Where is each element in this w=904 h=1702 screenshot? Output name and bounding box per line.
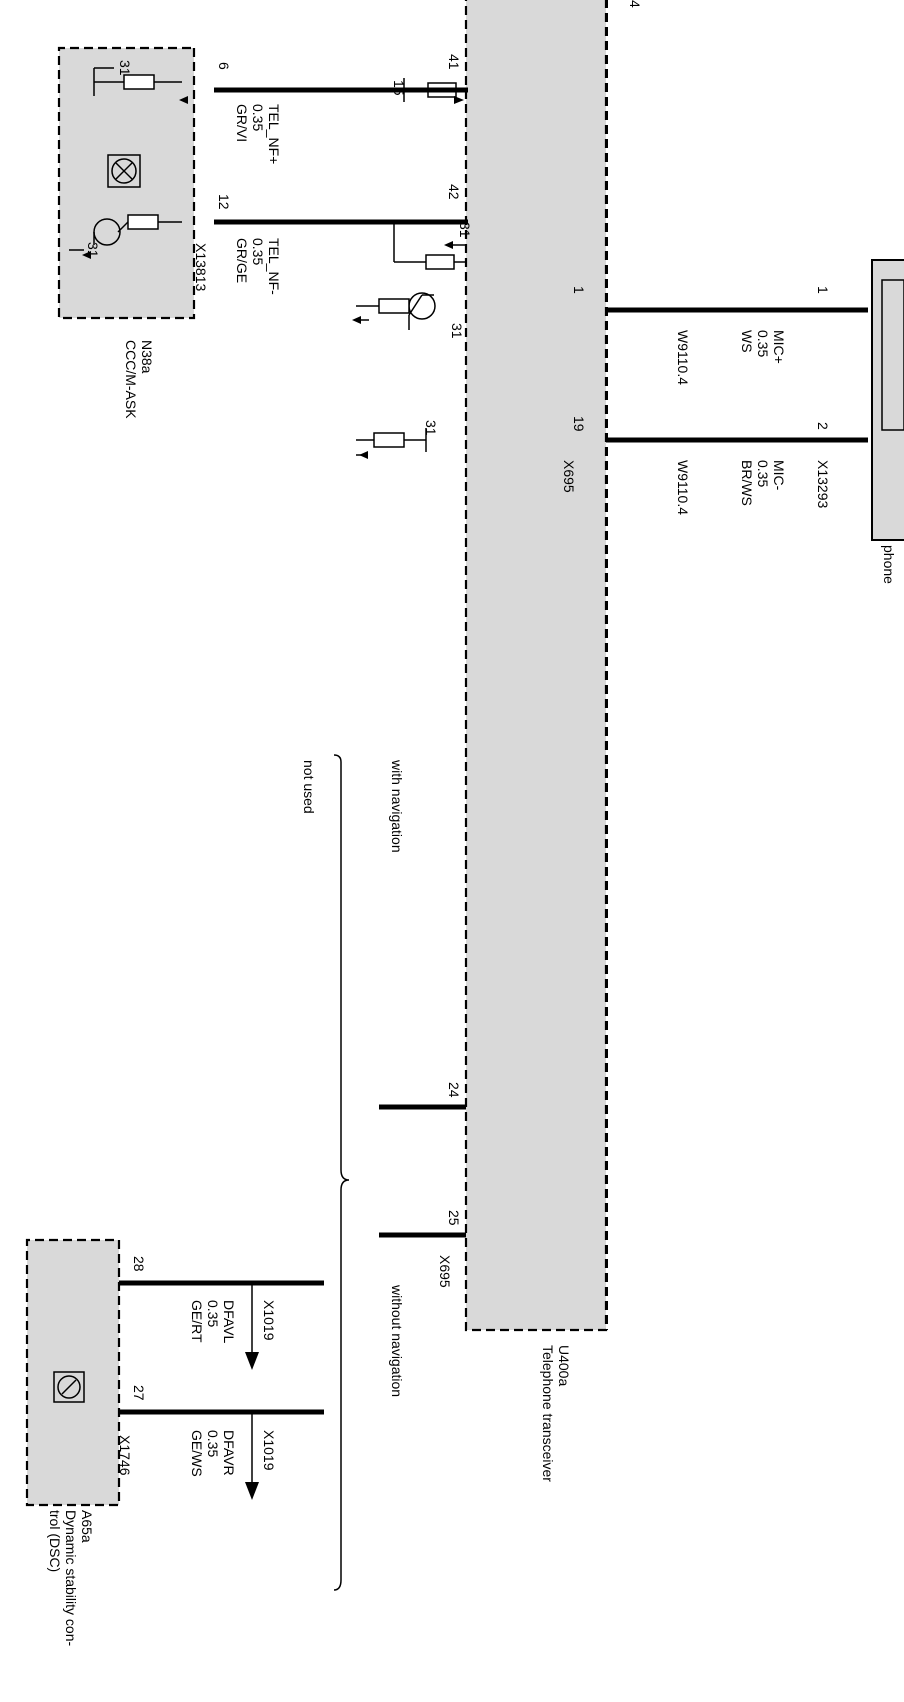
phone-connector: X13293 <box>815 460 831 508</box>
ccc-connector: X13813 <box>193 243 209 291</box>
variant-brace <box>333 754 350 1591</box>
dfavr-size: 0.35 <box>205 1430 221 1457</box>
transceiver-pin-24: 24 <box>446 1082 462 1098</box>
mic-minus-size: 0.35 <box>755 460 771 487</box>
mic-plus-color: WS <box>739 330 755 353</box>
mic-plus-splice: W9110.4 <box>675 330 691 385</box>
dsc-connector: X1746 <box>117 1435 133 1476</box>
dsc-pin-28: 28 <box>131 1256 147 1272</box>
pin42-driver-circuit <box>393 221 466 270</box>
transceiver-pin-1: 1 <box>571 286 587 294</box>
dfavr-name: DFAVR <box>221 1430 237 1476</box>
note-without-navigation: without navigation <box>389 1284 405 1397</box>
x1019-connector-a: X1019 <box>261 1300 277 1341</box>
x1019-connector-b: X1019 <box>261 1430 277 1471</box>
ground-31-label-d: 31 <box>117 60 133 76</box>
ground-31-label-e: 31 <box>85 242 101 258</box>
dfavl-color: GE/RT <box>189 1300 205 1343</box>
dsc-name-line1: Dynamic stability con- <box>63 1510 79 1646</box>
tel-nf-plus-name: TEL_NF+ <box>266 104 282 164</box>
x695-connector-a: X695 <box>561 460 577 493</box>
ccc-id: N38a <box>139 340 155 374</box>
mic-minus-name: MIC- <box>771 460 787 491</box>
mic-minus-splice: W9110.4 <box>675 460 691 515</box>
mic-minus-color: BR/WS <box>739 460 755 506</box>
phone-inner-box <box>881 279 904 431</box>
phone-pin-1: 1 <box>815 286 831 294</box>
note-not-used: not used <box>301 760 317 814</box>
transceiver-name: Telephone transceiver <box>540 1345 556 1482</box>
phone-label: phone <box>881 545 897 584</box>
dfavl-name: DFAVL <box>221 1300 237 1344</box>
note-with-navigation: with navigation <box>389 759 405 853</box>
pin19-resistor <box>356 428 427 459</box>
phone-pin-2: 2 <box>815 422 831 430</box>
dsc-id: A65a <box>79 1510 95 1543</box>
transceiver-pin-25: 25 <box>446 1210 462 1226</box>
ccc-name: CCC/M-ASK <box>123 340 139 419</box>
tel-nf-plus-size: 0.35 <box>250 104 266 131</box>
tel-nf-minus-color: GR/GE <box>234 238 250 283</box>
top-edge-mark: 4 <box>627 0 643 8</box>
tel-nf-minus-name: TEL_NF- <box>266 238 282 295</box>
phone-module-box <box>871 259 904 541</box>
dsc-internal-symbol <box>53 1371 85 1403</box>
transceiver-pin-42: 42 <box>446 184 462 200</box>
ground-31-label-a: 31 <box>457 222 473 238</box>
dfavr-color: GE/WS <box>189 1430 205 1477</box>
ccc-pin-12: 12 <box>216 194 232 210</box>
dsc-name-line2: trol (DSC) <box>47 1510 63 1572</box>
ccc-internal-circuit <box>69 67 188 259</box>
tel-nf-plus-color: GR/VI <box>234 104 250 142</box>
dfavr-arrow <box>245 1412 259 1500</box>
mic-plus-size: 0.35 <box>755 330 771 357</box>
ccc-pin-6: 6 <box>216 62 232 70</box>
transceiver-pin-41: 41 <box>446 54 462 70</box>
dfavl-size: 0.35 <box>205 1300 221 1327</box>
telephone-transceiver-box <box>464 0 608 1332</box>
tel-nf-minus-size: 0.35 <box>250 238 266 265</box>
mic-transistor-circuit <box>352 292 436 330</box>
ground-31-label-c: 31 <box>423 420 439 436</box>
mic-plus-name: MIC+ <box>771 330 787 364</box>
x695-connector-b: X695 <box>437 1255 453 1288</box>
dsc-pin-27: 27 <box>131 1385 147 1401</box>
ground-31-label-b: 31 <box>449 323 465 339</box>
transceiver-id: U400a <box>556 1345 572 1386</box>
transceiver-pin-19: 19 <box>571 416 587 432</box>
dfavl-arrow <box>245 1283 259 1370</box>
